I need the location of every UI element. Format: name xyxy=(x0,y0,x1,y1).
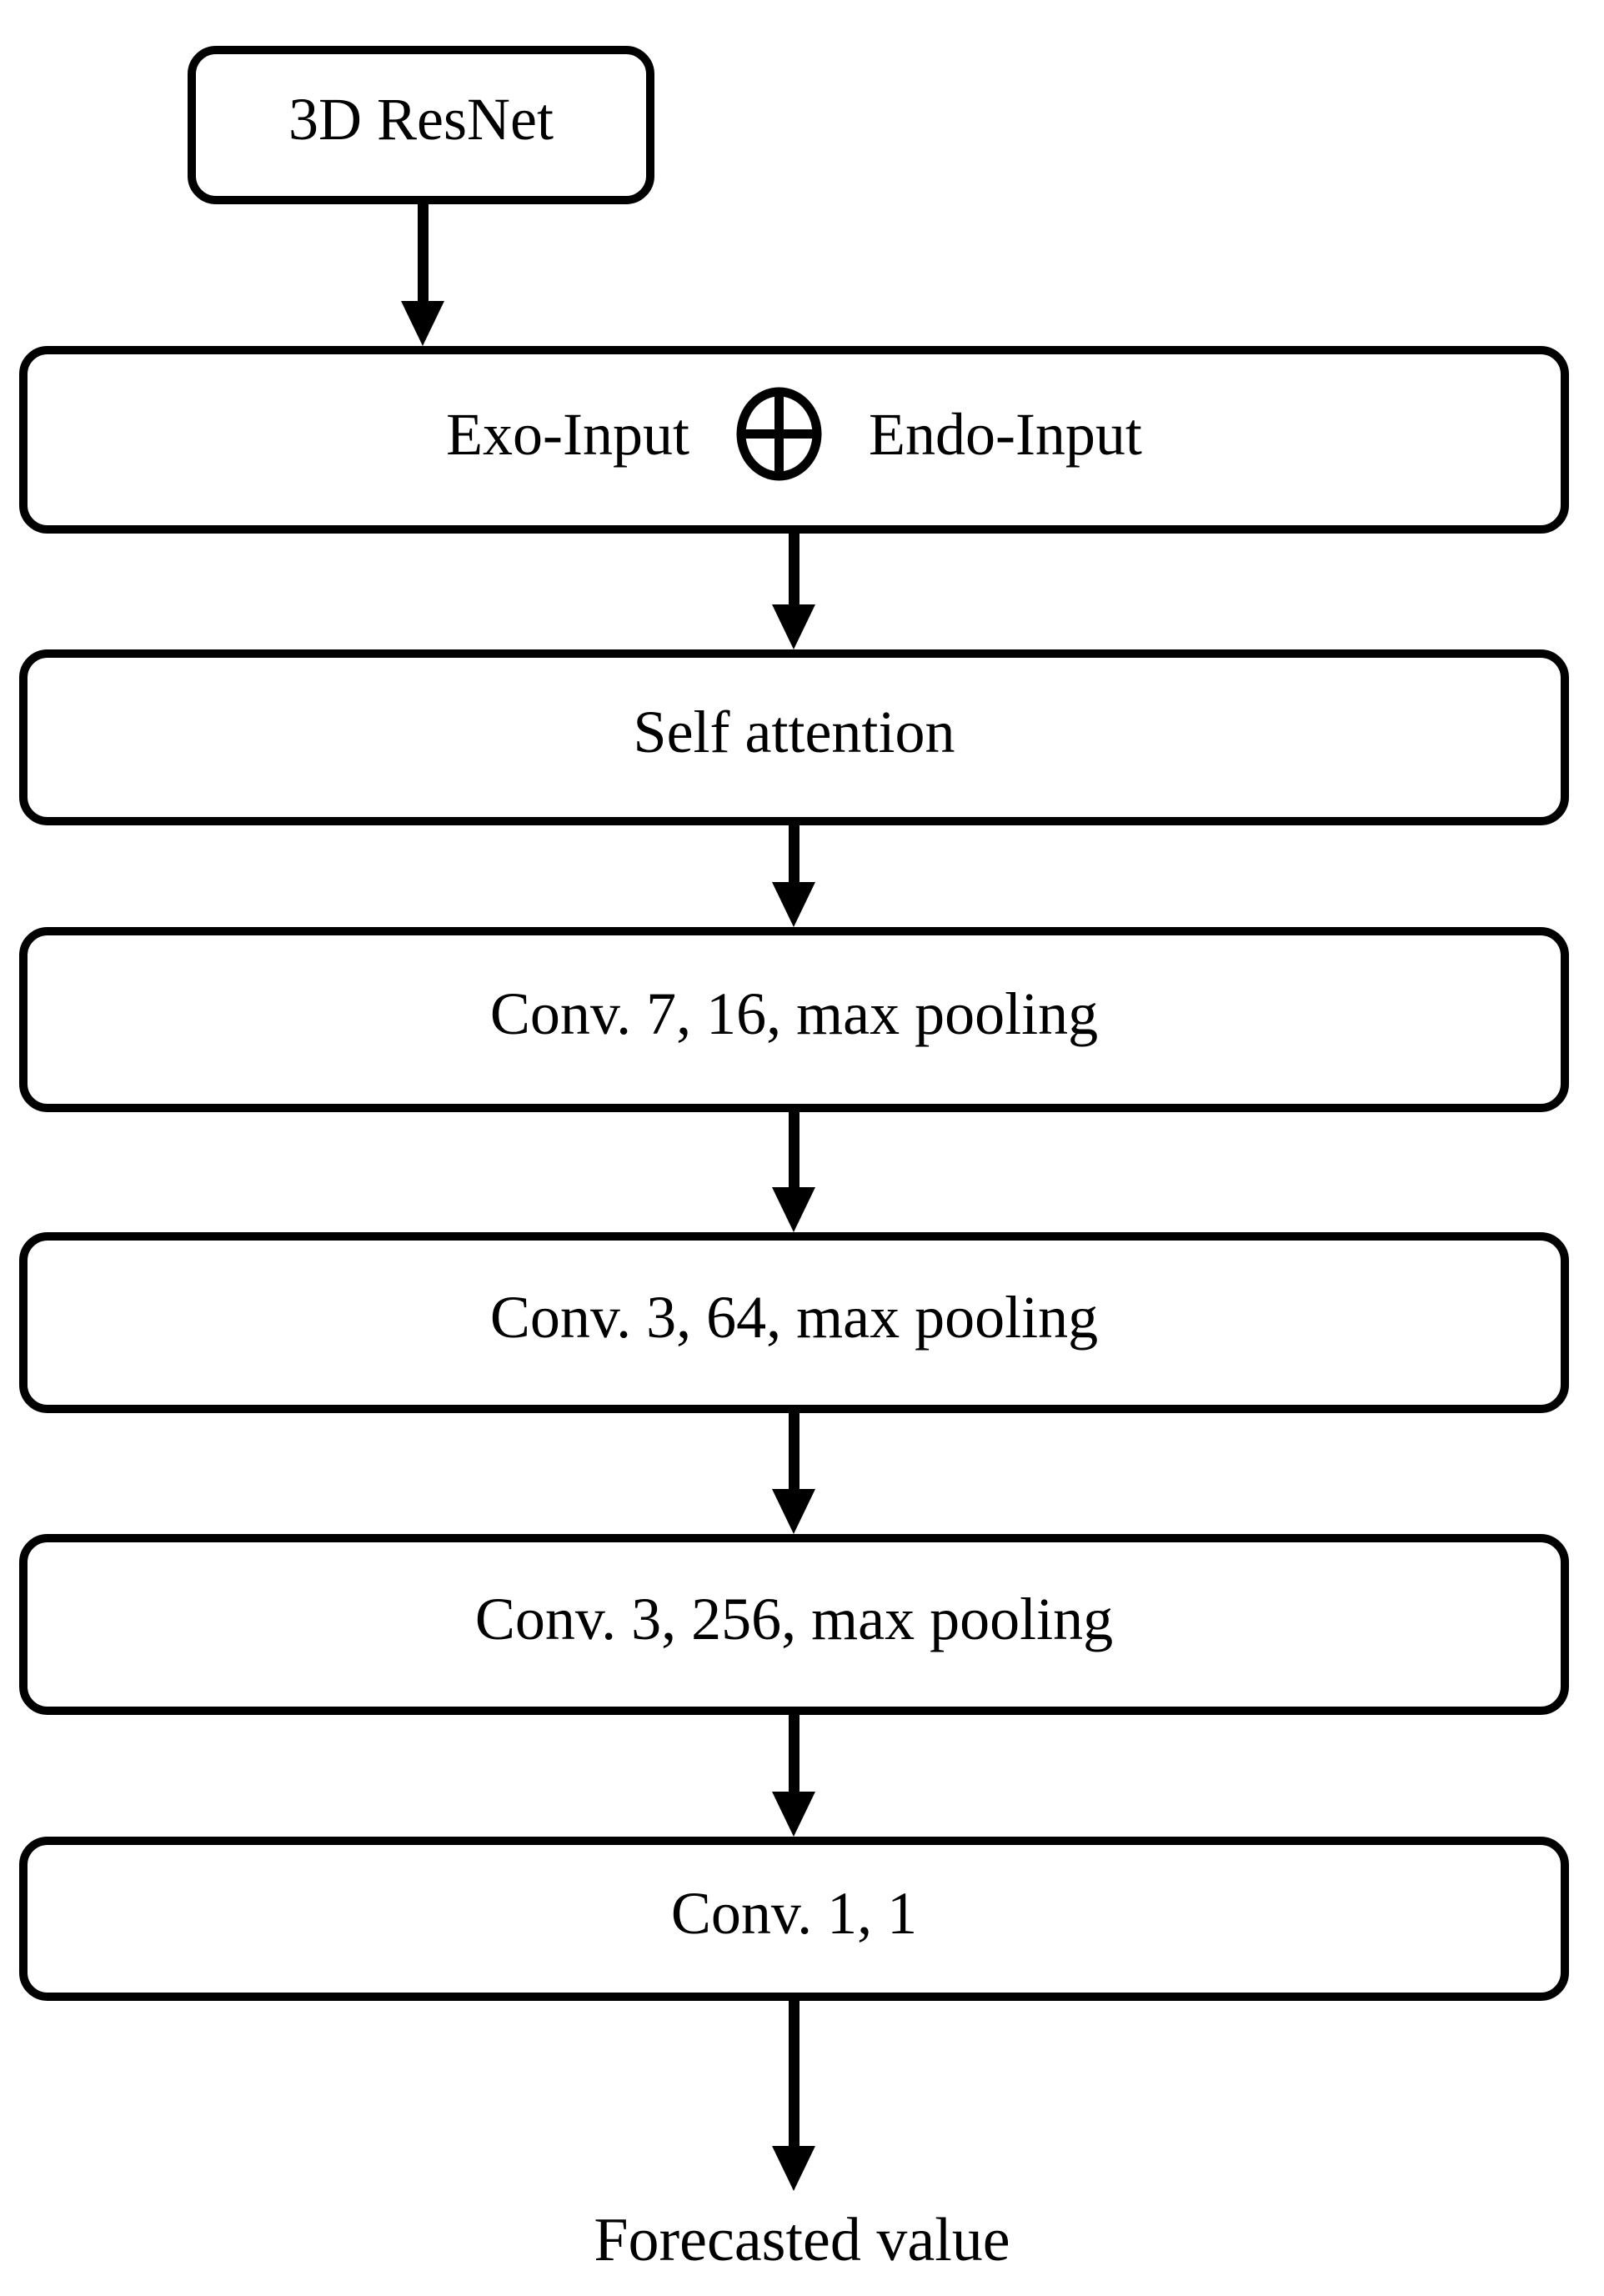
endo-input-label: Endo-Input xyxy=(869,400,1142,468)
exo-input-label: Exo-Input xyxy=(446,400,689,468)
node-conv-7-16: Conv. 7, 16, max pooling xyxy=(19,927,1569,1112)
arrow-conv1-to-output xyxy=(772,2001,815,2191)
node-label: 3D ResNet xyxy=(288,86,554,153)
node-label: Conv. 1, 1 xyxy=(670,1879,918,1947)
arrow-attention-to-conv7 xyxy=(772,825,815,927)
node-inputs: Exo-Input Endo-Input xyxy=(19,346,1569,534)
arrow-shaft xyxy=(788,1413,799,1489)
arrow-head-icon xyxy=(772,882,815,927)
arrow-resnet-to-inputs xyxy=(401,204,444,346)
node-conv-3-256: Conv. 3, 256, max pooling xyxy=(19,1534,1569,1715)
arrow-head-icon xyxy=(772,1187,815,1232)
arrow-shaft xyxy=(788,1112,799,1187)
arrow-shaft xyxy=(788,534,799,604)
arrow-head-icon xyxy=(772,1792,815,1837)
node-conv-1-1: Conv. 1, 1 xyxy=(19,1837,1569,2001)
node-label: Conv. 3, 64, max pooling xyxy=(489,1283,1099,1351)
arrow-head-icon xyxy=(772,1489,815,1534)
arrow-conv3-64-to-conv3-256 xyxy=(772,1413,815,1534)
arrow-head-icon xyxy=(401,301,444,346)
node-conv-3-64: Conv. 3, 64, max pooling xyxy=(19,1232,1569,1413)
arrow-head-icon xyxy=(772,2146,815,2191)
node-self-attention: Self attention xyxy=(19,649,1569,825)
circled-plus-icon xyxy=(736,387,822,481)
arrow-shaft xyxy=(788,825,799,882)
arrow-conv7-to-conv3-64 xyxy=(772,1112,815,1232)
node-3d-resnet: 3D ResNet xyxy=(188,46,654,204)
node-label: Self attention xyxy=(633,698,955,765)
arrow-head-icon xyxy=(772,604,815,649)
arrow-conv3-256-to-conv1 xyxy=(772,1715,815,1837)
arrow-shaft xyxy=(788,2001,799,2146)
forecasted-value-label: Forecasted value xyxy=(594,2206,1010,2274)
arrow-shaft xyxy=(788,1715,799,1792)
arrow-inputs-to-attention xyxy=(772,534,815,649)
node-label: Conv. 3, 256, max pooling xyxy=(474,1585,1114,1652)
arrow-shaft xyxy=(417,204,429,301)
node-label: Conv. 7, 16, max pooling xyxy=(489,980,1099,1047)
